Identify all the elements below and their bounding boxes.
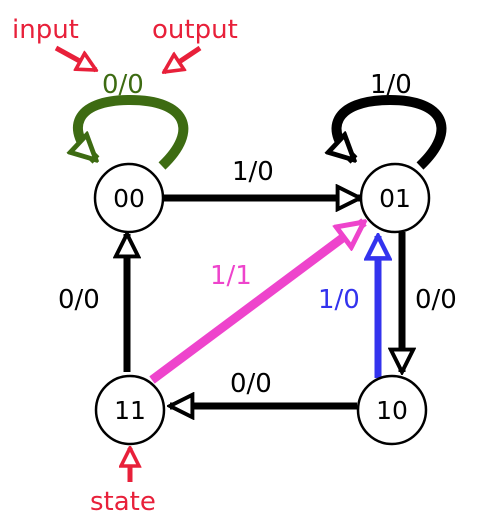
self-loop-00 bbox=[78, 94, 189, 170]
self-loop-01 bbox=[337, 94, 447, 170]
transition-label-00-self: 0/0 bbox=[102, 70, 144, 100]
transition-label-01-self: 1/0 bbox=[370, 70, 412, 100]
transition-label-01-10: 0/0 bbox=[415, 285, 457, 315]
state-00-label: 00 bbox=[113, 184, 145, 213]
transition-label-00-01: 1/0 bbox=[232, 157, 274, 187]
state-10: 10 bbox=[356, 374, 428, 446]
state-11-label: 11 bbox=[114, 396, 146, 425]
state-11: 11 bbox=[94, 374, 166, 446]
state-10-label: 10 bbox=[376, 396, 408, 425]
transition-label-10-11: 0/0 bbox=[230, 369, 272, 399]
state-00: 00 bbox=[93, 162, 165, 234]
transition-label-10-01: 1/0 bbox=[318, 285, 360, 315]
transition-label-11-01: 1/1 bbox=[210, 261, 252, 291]
annotation-input-arrow bbox=[54, 45, 96, 73]
edge-11-01 bbox=[149, 218, 364, 384]
annotation-output-arrow bbox=[164, 45, 202, 72]
state-01-label: 01 bbox=[379, 184, 411, 213]
annotation-input-label: input bbox=[12, 15, 79, 45]
annotation-state-label: state bbox=[90, 487, 156, 517]
transition-label-11-00: 0/0 bbox=[58, 285, 100, 315]
state-01: 01 bbox=[359, 162, 431, 234]
annotation-output-label: output bbox=[152, 15, 238, 45]
